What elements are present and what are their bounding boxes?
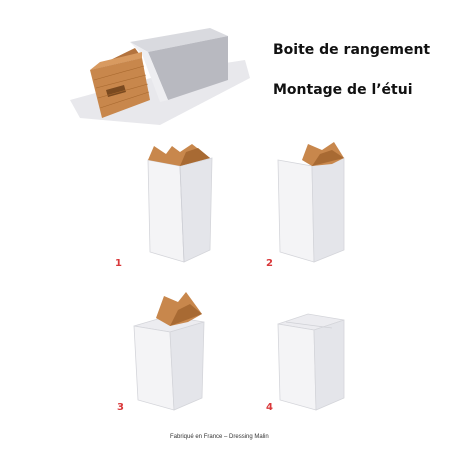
step-3-side [169,321,205,411]
title-storage-box: Boite de rangement [273,42,431,58]
step-3-number: 3 [117,402,124,413]
step-4-front [277,323,317,411]
step-3-illustration [133,292,205,411]
hero-drawer-top-left [90,52,142,70]
title-sleeve-assembly: Montage de l’étui [273,82,413,98]
step-1-illustration [147,144,213,263]
step-1-number: 1 [115,258,122,269]
step-2-number: 2 [266,258,273,269]
hero-sleeve-top [130,28,228,52]
step-4-side [313,319,345,411]
step-2-illustration [277,142,345,263]
hero-drawer-handle [106,85,126,97]
hero-sleeve-side [148,36,228,100]
step-2-side [311,157,345,263]
step-3-front [133,325,175,411]
step-4-number: 4 [266,402,273,413]
step-1-side [179,157,213,263]
step-1-flap-inner [180,148,210,166]
step-3-flap-inner [170,304,202,326]
footer-text: Fabriqué en France – Dressing Malin [170,434,269,440]
step-4-illustration [277,313,345,411]
hero-sleeve-edge [130,42,168,102]
hero-box-illustration [70,28,250,125]
step-2-front [277,159,315,263]
step-2-flap-inner [312,150,344,166]
step-1-front [147,159,185,263]
